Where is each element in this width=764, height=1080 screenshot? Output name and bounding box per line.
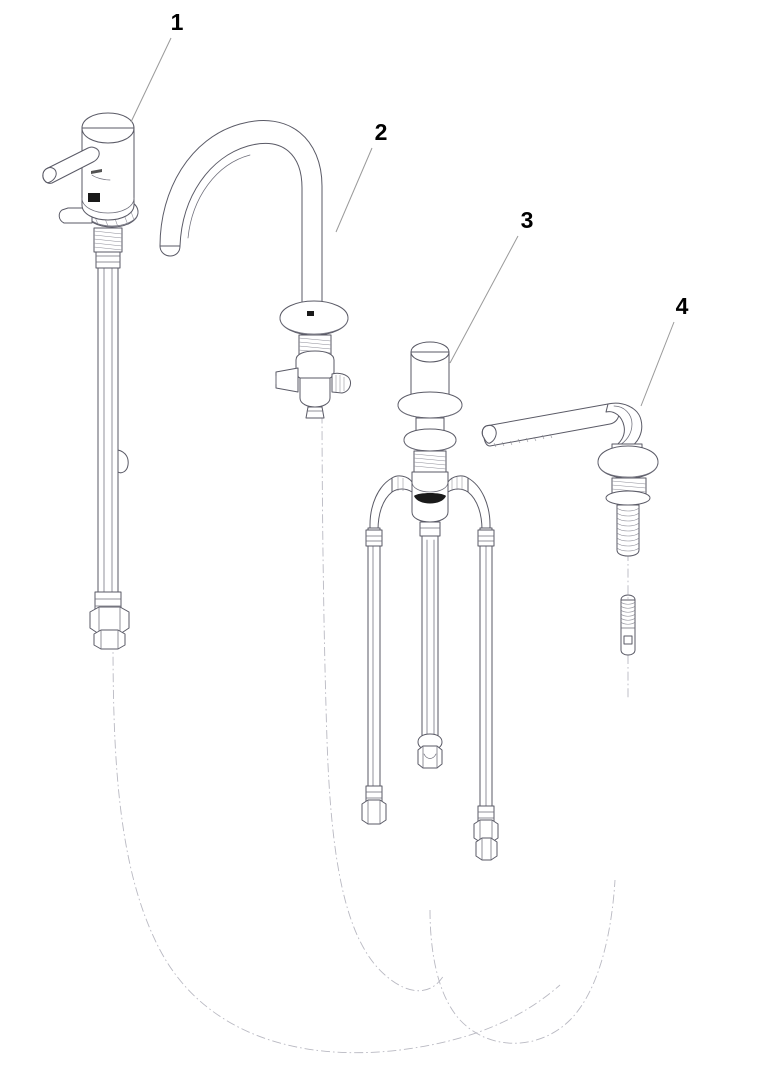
part-1-handle-valve-assembly-left bbox=[42, 112, 139, 650]
part-1-brand-mark bbox=[88, 193, 100, 202]
part-3-upper-flange bbox=[397, 391, 463, 419]
part-2-port-threads bbox=[335, 375, 345, 392]
centerline-center-loop bbox=[429, 879, 616, 1044]
part-1-threaded-shank bbox=[93, 227, 123, 253]
part-4-shank-thread-lines bbox=[616, 507, 640, 552]
part-2-brand-mark bbox=[307, 311, 314, 316]
part-3-tube-right bbox=[467, 477, 499, 861]
part-4-handle-knurl bbox=[493, 433, 553, 448]
part-1-lever-handle bbox=[42, 146, 100, 184]
part-1-shank-threads bbox=[93, 230, 123, 251]
callouts-group: 1 2 3 4 bbox=[130, 9, 689, 407]
part-1-valve-body bbox=[81, 112, 135, 221]
callout-4-label: 4 bbox=[676, 293, 689, 319]
part-2-spout-highlight bbox=[187, 154, 251, 239]
part-2-spout-tip bbox=[159, 245, 181, 257]
part-4-stud-thread-lines bbox=[620, 601, 636, 625]
callout-4-leader bbox=[640, 321, 675, 407]
part-2-escutcheon bbox=[279, 300, 349, 336]
part-3-tee-shadow bbox=[414, 493, 446, 504]
part-1-compression-nut bbox=[89, 606, 130, 650]
callout-2-label: 2 bbox=[375, 119, 388, 145]
part-4-escutcheon bbox=[597, 445, 659, 479]
part-3-tube-center bbox=[417, 535, 443, 769]
part-4-upper-threads bbox=[605, 477, 651, 506]
centerline-spout-loop bbox=[321, 397, 445, 992]
callout-3-label: 3 bbox=[521, 207, 534, 233]
part-3-lower-flange bbox=[403, 428, 457, 452]
part-4-threaded-shank bbox=[616, 504, 640, 557]
part-2-gooseneck-spout bbox=[159, 120, 351, 419]
part-3-center-valve-body bbox=[361, 341, 499, 861]
part-4-handle-valve-assembly-right bbox=[481, 402, 659, 656]
callout-1-leader bbox=[130, 37, 172, 123]
callout-1-label: 1 bbox=[171, 9, 184, 35]
part-3-neck-threads bbox=[413, 453, 447, 470]
part-4-set-screw-stud bbox=[620, 594, 636, 656]
part-3-tee-body bbox=[391, 471, 469, 537]
centerlines-group bbox=[112, 397, 629, 1054]
callout-3-leader bbox=[449, 235, 519, 364]
part-3-tee-arm-threads bbox=[397, 476, 463, 491]
part-3-threaded-neck bbox=[413, 450, 447, 473]
part-3-tube-left bbox=[361, 477, 393, 825]
part-2-spout-tube bbox=[159, 120, 323, 307]
part-2-valve-body bbox=[275, 350, 351, 419]
callout-2-leader bbox=[335, 147, 373, 233]
